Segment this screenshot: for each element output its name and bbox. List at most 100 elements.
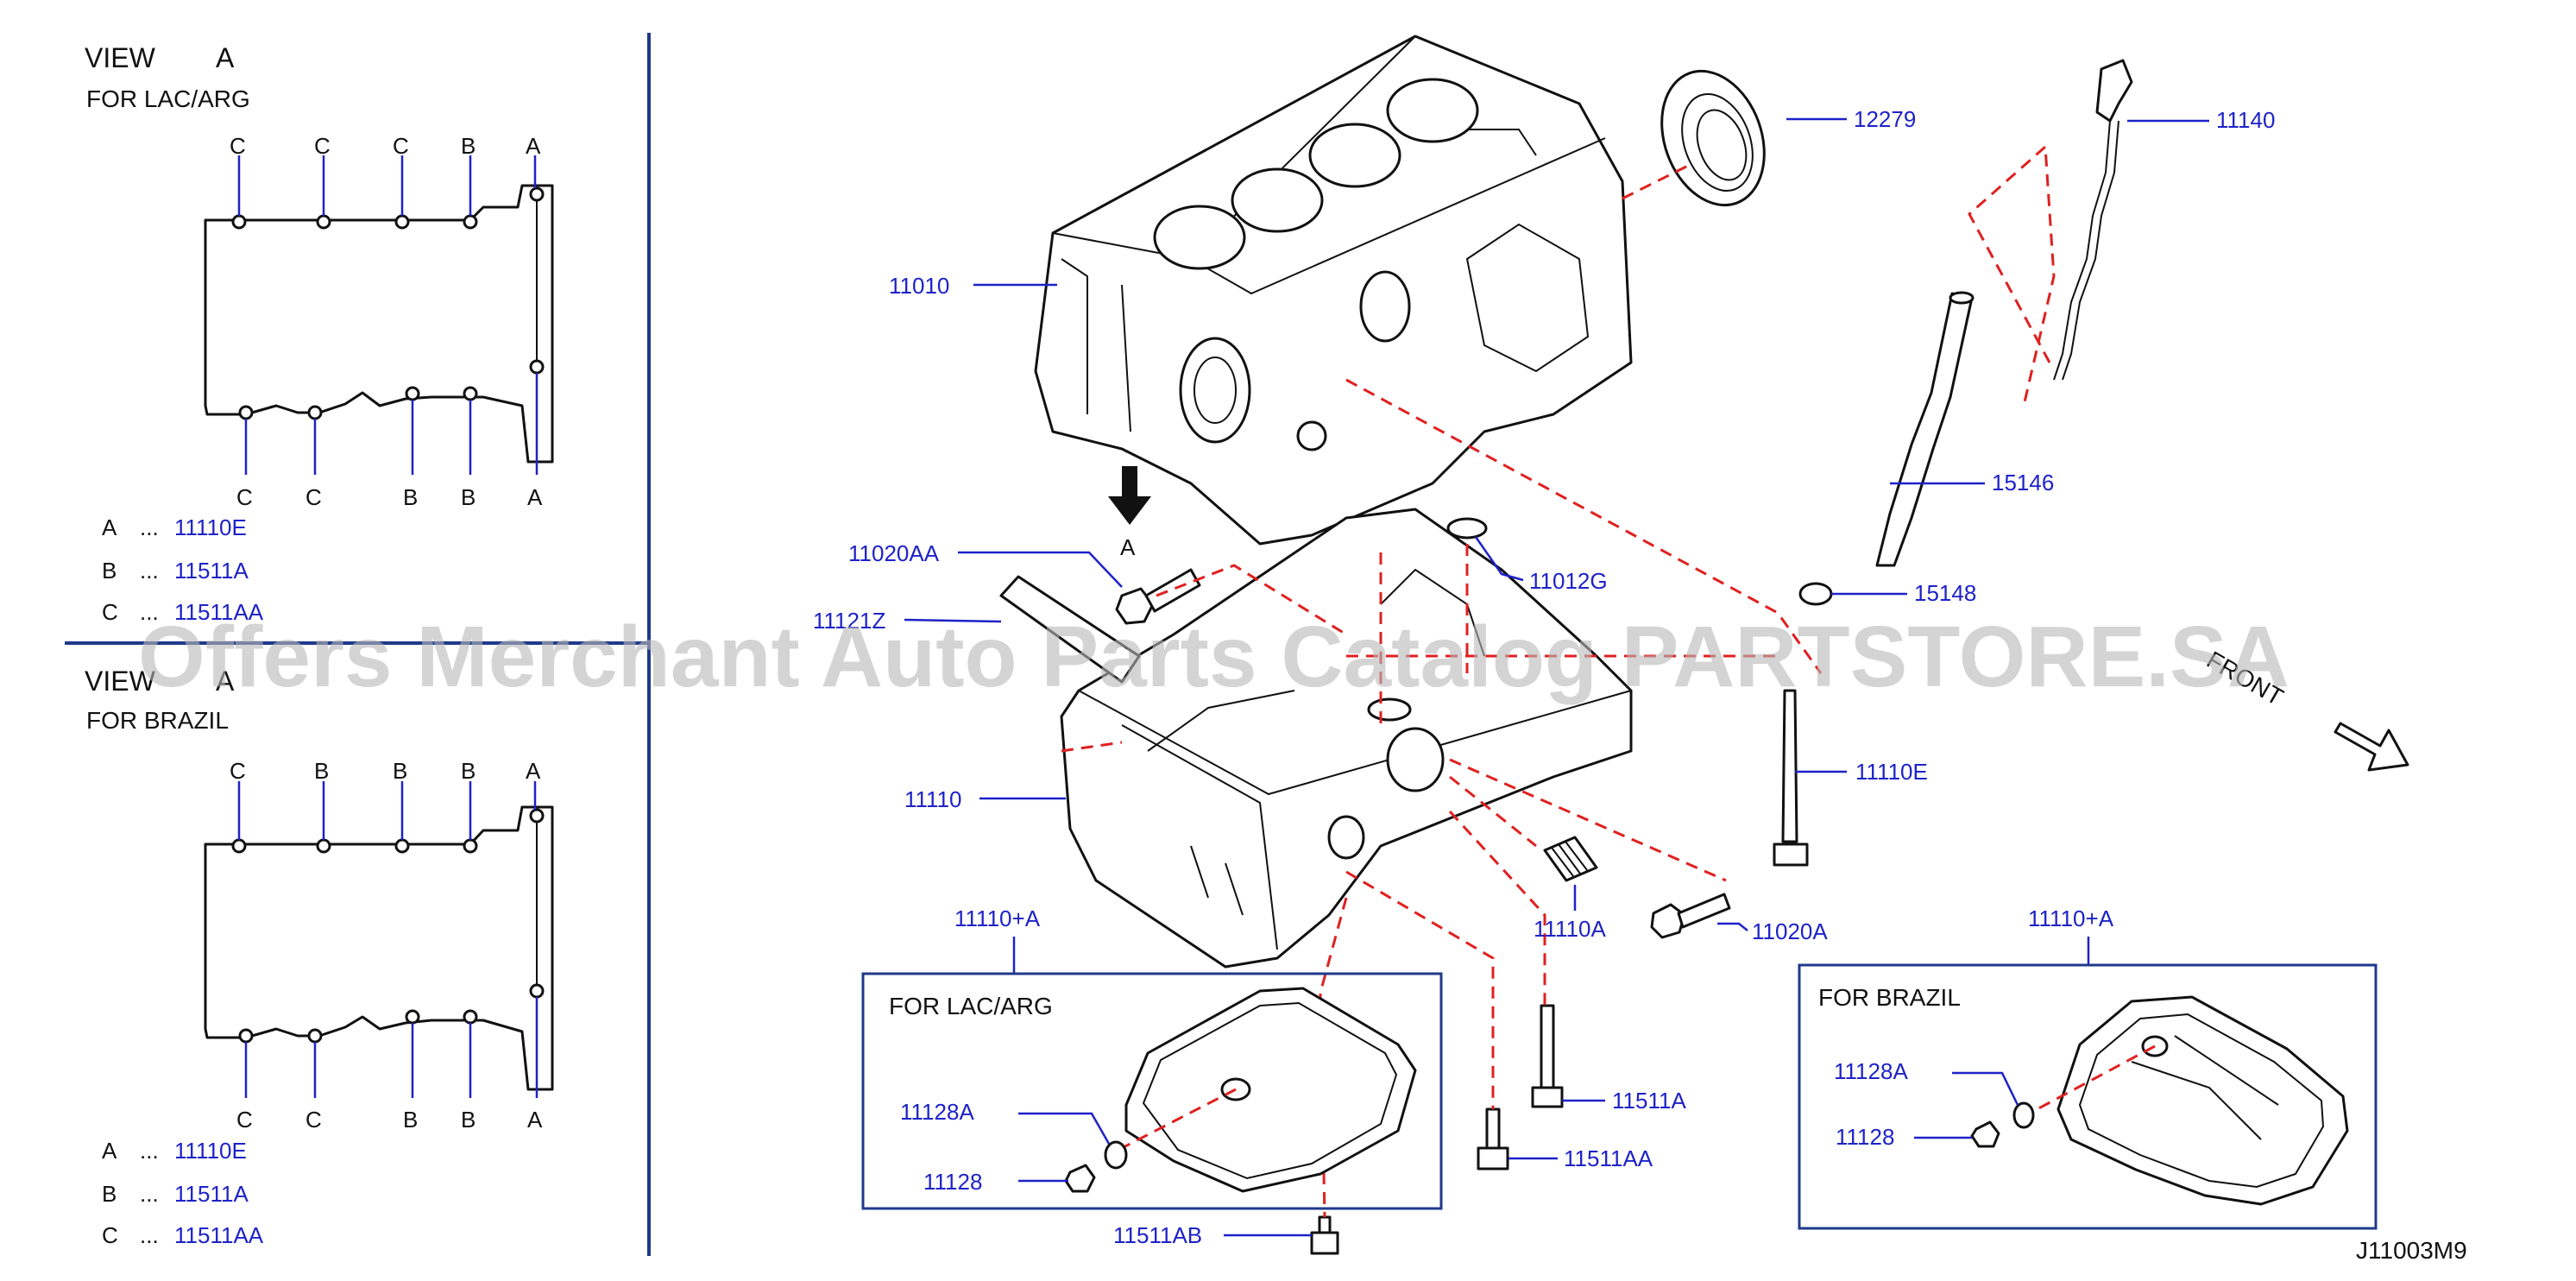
view-title: VIEW — [85, 42, 156, 73]
oil-pan-lacarg[interactable] — [1124, 987, 1417, 1193]
pin-letter: A — [526, 758, 541, 784]
bolt-11511AA[interactable] — [1477, 1107, 1509, 1171]
legend-dots: ... — [140, 1181, 159, 1207]
view-letter: A — [216, 42, 235, 73]
pin-markers-top — [231, 155, 545, 230]
legend-key: A — [102, 514, 117, 540]
legend: A ... 11110E B ... 11511A C ... 11511AA — [102, 514, 264, 625]
callout-11121Z: 11121Z — [813, 608, 885, 634]
pin-letter: C — [230, 758, 246, 784]
pin-letter: C — [236, 484, 253, 510]
pin-markers-bottom — [238, 983, 545, 1098]
callout-11020A: 11020A — [1752, 918, 1828, 944]
bolt-11110E[interactable] — [1773, 689, 1809, 867]
callout-11110A: 11110A — [1534, 916, 1607, 942]
legend-part: 11511A — [174, 1181, 249, 1207]
inset-oil-pan-lacarg: 11110+A FOR LAC/ARG 11128A 11128 — [861, 906, 1443, 1210]
washer-11128A-left[interactable] — [1104, 1140, 1128, 1170]
pin-letter: B — [393, 758, 407, 784]
pin-letter: B — [461, 484, 476, 510]
bolt-11020AA[interactable] — [1115, 568, 1201, 625]
callouts: 12279 11140 11010 15146 15148 11020AA 11… — [813, 106, 2275, 1248]
legend-part: 11511AA — [174, 599, 264, 625]
oil-seal-12279[interactable] — [1644, 57, 1782, 220]
legend: A ... 11110E B ... 11511A C ... 11511AA — [102, 1138, 264, 1248]
callout-11140: 11140 — [2216, 107, 2275, 133]
inset-frame — [1798, 963, 2378, 1230]
pin-letter: B — [403, 1107, 418, 1133]
legend-part: 11511A — [174, 558, 249, 584]
pin-letters-bottom: C C B B A — [236, 484, 543, 510]
callout-11110E: 11110E — [1855, 759, 1928, 785]
inset-oil-pan-brazil: 11110+A FOR BRAZIL 11128A 11128 — [1798, 906, 2378, 1230]
pin-letter: B — [461, 758, 476, 784]
callout-11511AA: 11511AA — [1564, 1145, 1653, 1171]
drain-plug-11128-left[interactable] — [1064, 1164, 1096, 1193]
legend-dots: ... — [140, 514, 159, 540]
callout-15148: 15148 — [1914, 580, 1976, 606]
block-outline-plan — [204, 184, 554, 464]
o-ring-11012G[interactable] — [1446, 517, 1488, 540]
pin-letter: A — [526, 133, 541, 159]
lower-block-11110[interactable] — [1060, 508, 1633, 969]
legend-key: C — [102, 599, 118, 625]
legend-part: 11110E — [174, 1138, 247, 1164]
diagram-code: J11003M9 — [2356, 1237, 2467, 1264]
pin-letter: C — [393, 133, 409, 159]
callout-11128A-left: 11128A — [900, 1099, 974, 1125]
pin-letter: B — [314, 758, 329, 784]
drain-plug-11128-right[interactable] — [1970, 1120, 2000, 1148]
callout-15146: 15146 — [1992, 470, 2054, 495]
view-arrow-letter: A — [1120, 534, 1136, 560]
strainer-11121Z[interactable] — [999, 575, 1141, 684]
pin-letters-bottom: C C B B A — [236, 1107, 543, 1133]
bolt-11511AB[interactable] — [1310, 1215, 1339, 1255]
cylinder-block-11010[interactable] — [1034, 35, 1633, 546]
callout-11128-right: 11128 — [1836, 1124, 1894, 1150]
legend-key: A — [102, 1138, 117, 1164]
washer-11128A-right[interactable] — [2012, 1101, 2035, 1129]
legend-dots: ... — [140, 1222, 159, 1248]
oil-pan-brazil[interactable] — [2056, 995, 2349, 1206]
bolt-11511A[interactable] — [1531, 1004, 1564, 1108]
view-arrow: A — [1108, 466, 1151, 560]
pin-letter: B — [461, 133, 476, 159]
view-a-panel-lacarg: VIEW A FOR LAC/ARG C C C B A — [85, 42, 554, 625]
market-label: FOR BRAZIL — [86, 707, 229, 734]
legend-part: 11511AA — [174, 1222, 264, 1248]
view-title: VIEW — [85, 666, 156, 697]
pin-markers-top — [231, 781, 545, 854]
legend-dots: ... — [140, 1138, 159, 1164]
pin-letters-top: C C C B A — [230, 133, 541, 159]
callout-11128-left: 11128 — [923, 1169, 982, 1195]
pin-letter: C — [236, 1107, 253, 1133]
kit-callout-left: 11110+A — [954, 906, 1041, 931]
watermark: Offers Merchant Auto Parts Catalog PARTS… — [138, 609, 2289, 705]
inset-market-label: FOR BRAZIL — [1818, 984, 1961, 1011]
callout-11110: 11110 — [904, 786, 962, 812]
view-a-panel-brazil: VIEW A FOR BRAZIL C B B B A — [85, 666, 554, 1248]
legend-part: 11110E — [174, 514, 247, 540]
o-ring-15148[interactable] — [1798, 582, 1833, 606]
pin-markers-bottom — [238, 359, 545, 475]
pin-letter: C — [305, 1107, 322, 1133]
pin-letter: B — [403, 484, 418, 510]
pin-letter: C — [230, 133, 246, 159]
callout-11128A-right: 11128A — [1834, 1058, 1908, 1084]
callout-11012G: 11012G — [1529, 568, 1608, 594]
pin-letter: C — [314, 133, 331, 159]
legend-key: C — [102, 1222, 118, 1248]
inset-market-label: FOR LAC/ARG — [889, 993, 1053, 1019]
bolt-11020A[interactable] — [1650, 893, 1731, 939]
legend-key: B — [102, 558, 117, 584]
market-label: FOR LAC/ARG — [86, 85, 250, 112]
pin-letter: C — [305, 484, 322, 510]
pin-letter: A — [527, 484, 543, 510]
dipstick-tube-15146[interactable] — [1875, 291, 1975, 567]
block-outline-plan — [204, 805, 554, 1091]
callout-11511AB: 11511AB — [1113, 1222, 1202, 1248]
stud-11110A[interactable] — [1543, 836, 1598, 882]
callout-11020AA: 11020AA — [848, 540, 940, 566]
dipstick-11140[interactable] — [2053, 59, 2133, 381]
